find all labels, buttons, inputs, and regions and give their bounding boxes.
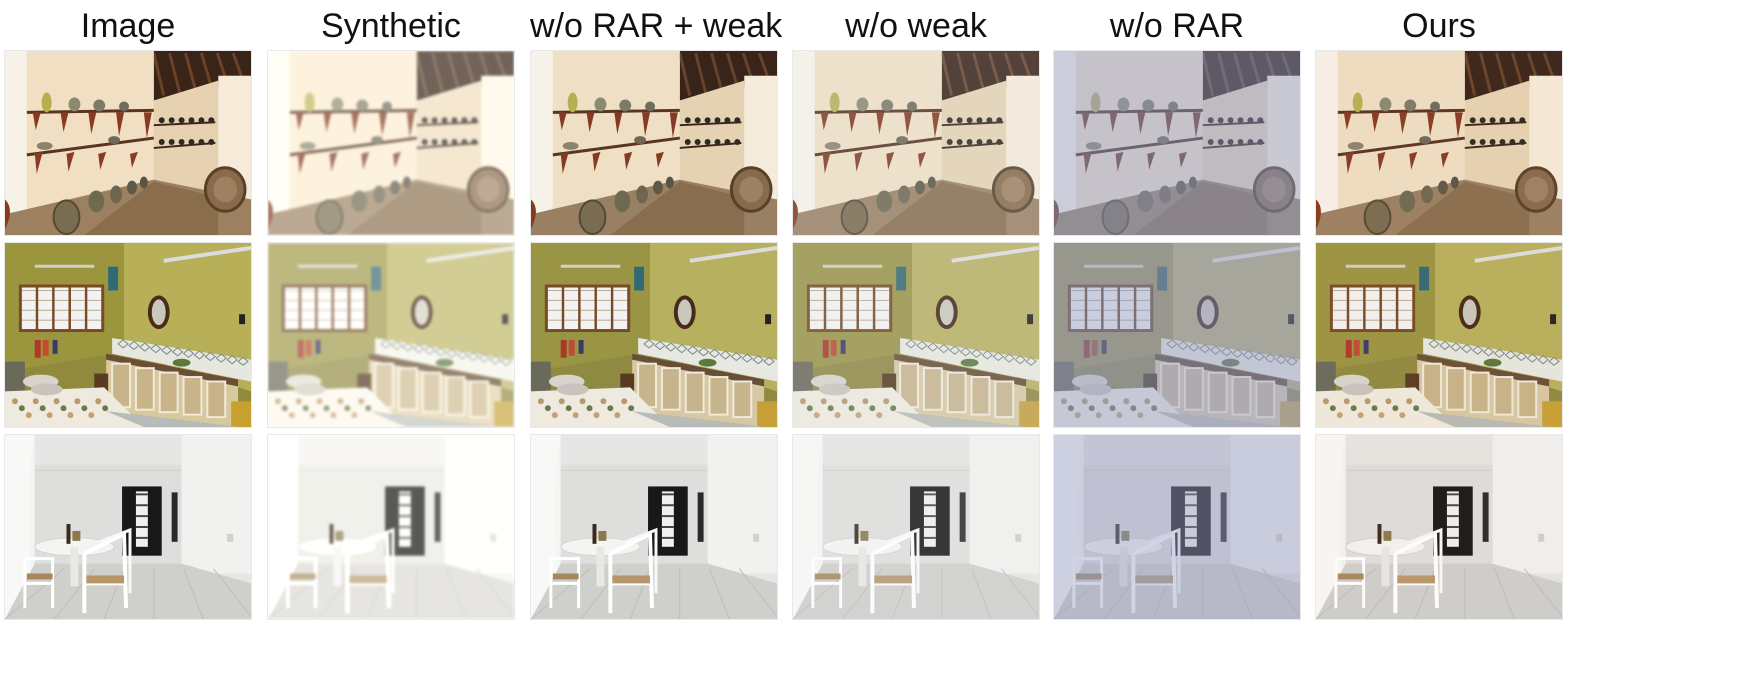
- photo-dining: [268, 435, 514, 619]
- photo-dining: [531, 435, 777, 619]
- photo-shelf-room: [268, 51, 514, 235]
- thumbnail-kitchen-ours: [1315, 242, 1563, 428]
- photo-dining: [5, 435, 251, 619]
- thumbnail-dining-synthetic: [267, 434, 515, 620]
- thumbnail-dining-wo-weak: [792, 434, 1040, 620]
- thumbnail-kitchen-synthetic: [267, 242, 515, 428]
- photo-dining: [793, 435, 1039, 619]
- photo-kitchen: [1316, 243, 1562, 427]
- column-title-wo-weak: w/o weak: [845, 7, 987, 45]
- photo-kitchen: [531, 243, 777, 427]
- column-title-wo-rar-weak: w/o RAR + weak: [530, 7, 783, 45]
- photo-kitchen: [793, 243, 1039, 427]
- thumbnail-shelf-room-synthetic: [267, 50, 515, 236]
- thumbnail-kitchen-wo-rar-weak: [530, 242, 778, 428]
- photo-shelf-room: [5, 51, 251, 235]
- thumbnail-kitchen-wo-weak: [792, 242, 1040, 428]
- thumbnail-shelf-room-image: [4, 50, 252, 236]
- thumbnail-kitchen-image: [4, 242, 252, 428]
- column-headers: Image Synthetic w/o RAR + weak w/o weak …: [0, 0, 1747, 52]
- photo-shelf-room: [793, 51, 1039, 235]
- thumbnail-shelf-room-ours: [1315, 50, 1563, 236]
- photo-dining: [1054, 435, 1300, 619]
- thumbnail-dining-image: [4, 434, 252, 620]
- thumbnail-dining-wo-rar-weak: [530, 434, 778, 620]
- photo-shelf-room: [531, 51, 777, 235]
- thumbnail-dining-wo-rar: [1053, 434, 1301, 620]
- column-title-synthetic: Synthetic: [321, 7, 461, 45]
- column-title-wo-rar: w/o RAR: [1109, 7, 1245, 45]
- thumbnail-dining-ours: [1315, 434, 1563, 620]
- photo-shelf-room: [1054, 51, 1300, 235]
- photo-dining: [1316, 435, 1562, 619]
- column-title-image: Image: [80, 7, 176, 45]
- photo-kitchen: [5, 243, 251, 427]
- thumbnail-shelf-room-wo-rar: [1053, 50, 1301, 236]
- thumbnail-shelf-room-wo-rar-weak: [530, 50, 778, 236]
- photo-shelf-room: [1316, 51, 1562, 235]
- thumbnail-shelf-room-wo-weak: [792, 50, 1040, 236]
- column-title-ours: Ours: [1402, 7, 1476, 45]
- thumbnail-kitchen-wo-rar: [1053, 242, 1301, 428]
- photo-kitchen: [1054, 243, 1300, 427]
- photo-kitchen: [268, 243, 514, 427]
